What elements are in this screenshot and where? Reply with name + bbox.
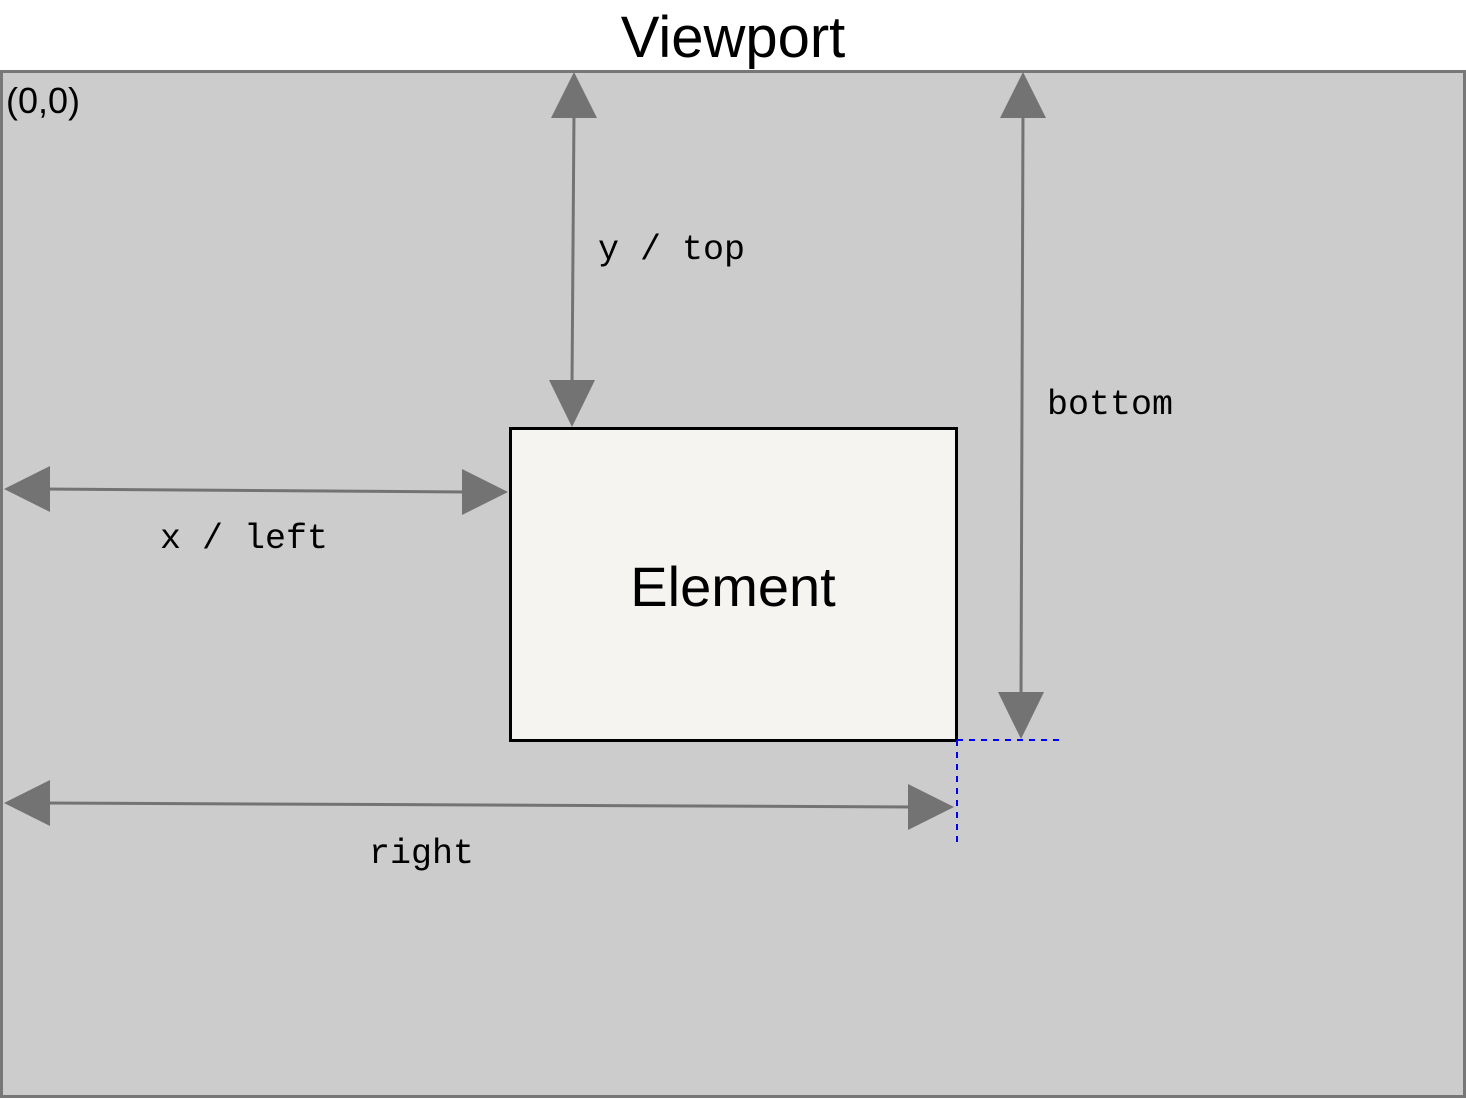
viewport-title: Viewport	[621, 5, 846, 70]
arrow-up-icon	[1000, 72, 1046, 118]
right-measure-arrow	[4, 780, 954, 830]
right-measure-label: right	[369, 834, 474, 874]
element-box	[509, 427, 958, 742]
left-measure-label: x / left	[160, 519, 328, 559]
arrow-right-icon	[908, 784, 954, 830]
arrow-left-icon	[4, 466, 50, 512]
arrow-left-icon	[4, 780, 50, 826]
top-measure-arrow	[549, 72, 597, 427]
element-label: Element	[630, 555, 836, 618]
left-measure-arrow	[4, 466, 508, 515]
top-measure-label: y / top	[598, 230, 745, 270]
arrow-right-icon	[462, 469, 508, 515]
bottom-measure-label: bottom	[1047, 385, 1173, 425]
arrow-down-icon	[549, 380, 595, 427]
arrow-down-icon	[998, 692, 1044, 739]
arrow-up-icon	[551, 72, 597, 118]
bottom-measure-arrow	[998, 72, 1046, 739]
origin-label: (0,0)	[6, 80, 80, 121]
